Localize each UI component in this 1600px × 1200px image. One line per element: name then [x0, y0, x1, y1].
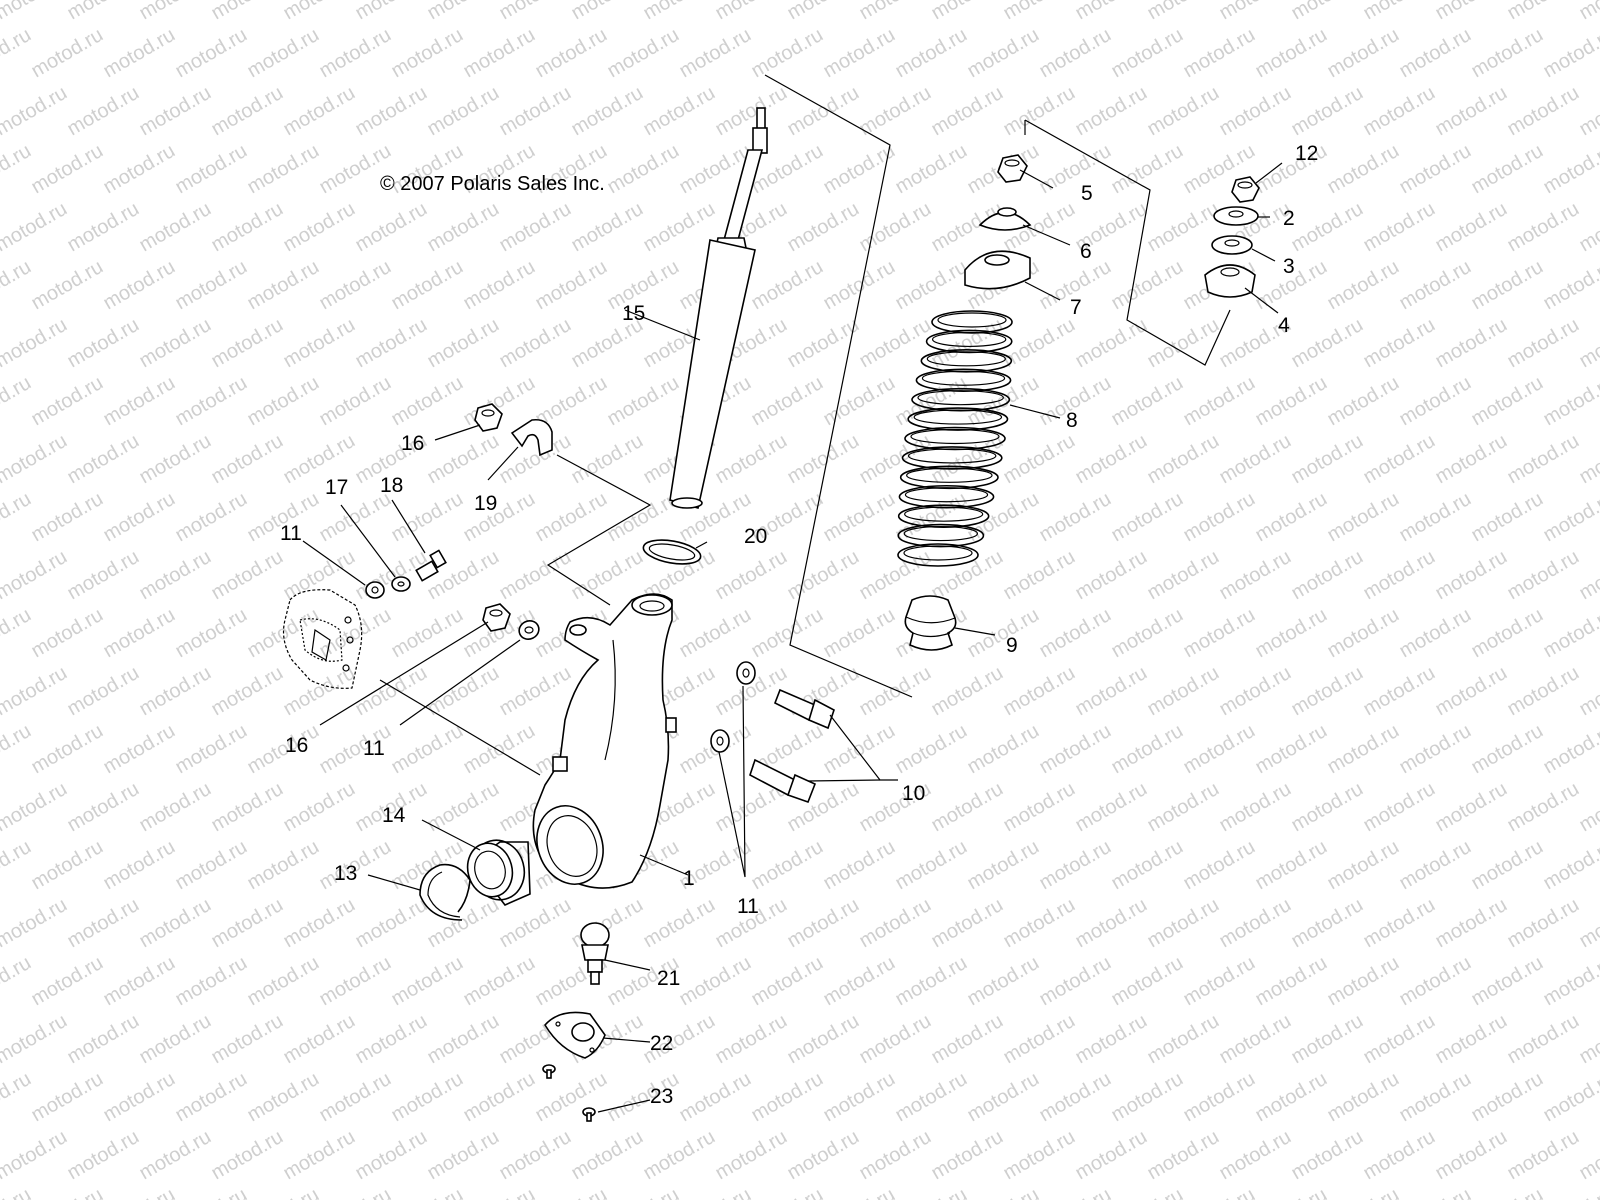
spring-seat-upper	[978, 207, 1032, 231]
washer-right-upper	[736, 661, 756, 685]
callout-2: 2	[1283, 207, 1295, 230]
caliper-bolt	[415, 549, 447, 582]
brake-caliper	[282, 589, 363, 689]
snap-ring	[419, 863, 471, 921]
callout-7: 7	[1070, 296, 1082, 319]
callout-20: 20	[744, 525, 767, 548]
callout-13: 13	[334, 862, 357, 885]
spring-coil-inner	[904, 487, 989, 503]
spring-coil-inner	[931, 331, 1007, 348]
copyright-text: © 2007 Polaris Sales Inc.	[380, 173, 605, 195]
steering-knuckle	[532, 593, 677, 889]
spring-coil-inner	[910, 428, 1000, 445]
spring-coil-inner	[921, 370, 1006, 386]
callout-labels: 1 2 3 4 5 6 7 8 9 10 11 11 11 12 13 14 1…	[280, 142, 1318, 1108]
callout-18: 18	[380, 474, 403, 497]
callout-9: 9	[1006, 634, 1018, 657]
spring-seat-lower	[964, 250, 1031, 290]
callout-17: 17	[325, 476, 348, 499]
strut-assembly-bracket	[379, 74, 1231, 776]
top-nut-right	[1231, 176, 1260, 203]
brake-line-clip	[510, 418, 553, 457]
callout-14: 14	[382, 804, 406, 827]
callout-23: 23	[650, 1085, 673, 1108]
coil-spring	[897, 310, 1013, 567]
dust-seal	[642, 539, 702, 565]
top-nut	[997, 154, 1028, 183]
callout-22: 22	[650, 1032, 673, 1055]
spring-coil-inner	[904, 506, 984, 522]
mount-bushing	[1204, 264, 1256, 298]
callout-15: 15	[622, 302, 645, 325]
wheel-bearing	[466, 839, 531, 906]
ball-joint	[580, 922, 610, 985]
callout-6: 6	[1080, 240, 1092, 263]
washer-knuckle	[518, 620, 540, 640]
callout-11-caliper: 11	[280, 522, 302, 545]
callout-3: 3	[1283, 255, 1295, 278]
spring-coil	[897, 543, 979, 567]
nut-lower	[482, 603, 511, 632]
leader-lines	[302, 162, 1283, 1113]
callout-11-right: 11	[737, 895, 759, 918]
mount-bolt-upper	[773, 688, 835, 730]
washer-small	[1211, 235, 1253, 255]
callout-19: 19	[474, 492, 497, 515]
lock-washer	[391, 576, 411, 592]
callout-11-knuckle: 11	[363, 737, 385, 760]
spring-coil-inner	[907, 448, 997, 464]
washer-large	[1213, 206, 1259, 226]
spring-coil-inner	[903, 525, 979, 542]
callout-8: 8	[1066, 409, 1078, 432]
callout-21: 21	[657, 967, 680, 990]
washer-right-lower	[710, 729, 730, 753]
spring-coil-inner	[917, 390, 1004, 406]
screw-upper	[542, 1064, 556, 1079]
callout-4: 4	[1278, 314, 1290, 337]
mount-bolt-lower	[749, 758, 817, 804]
spring-coil-inner	[937, 312, 1007, 328]
bump-stop	[904, 595, 957, 651]
flat-washer-caliper	[365, 581, 385, 599]
callout-16-upper: 16	[401, 432, 424, 455]
callout-10: 10	[902, 782, 925, 805]
retainer-plate	[544, 1011, 606, 1059]
spring-coil-inner	[913, 409, 1003, 425]
nut-upper	[474, 403, 503, 432]
spring-coil-inner	[926, 351, 1006, 367]
callout-12: 12	[1295, 142, 1318, 165]
screw-lower	[582, 1107, 596, 1122]
spring-coil-inner	[906, 467, 993, 483]
callout-1: 1	[683, 867, 695, 890]
callout-5: 5	[1081, 182, 1093, 205]
callout-16-lower: 16	[285, 734, 308, 757]
spring-coil-inner	[903, 545, 973, 561]
shock-absorber	[669, 107, 768, 510]
